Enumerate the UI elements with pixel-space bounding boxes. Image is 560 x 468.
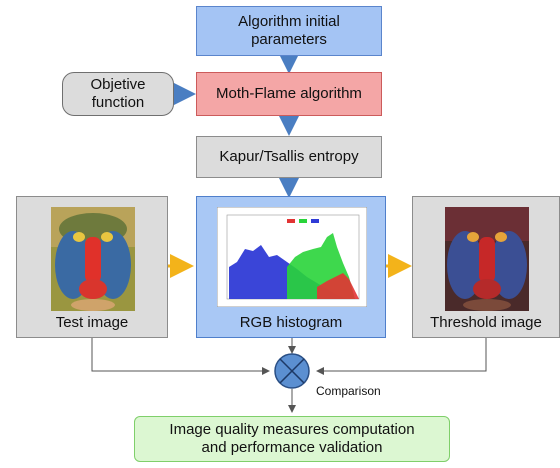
objective-box: Objetive function — [62, 72, 174, 116]
histogram-image — [217, 207, 367, 307]
histogram-panel: RGB histogram — [196, 196, 386, 338]
params-box: Algorithm initial parameters — [196, 6, 382, 56]
mfa-box: Moth-Flame algorithm — [196, 72, 382, 116]
mfa-label: Moth-Flame algorithm — [216, 85, 362, 102]
entropy-box: Kapur/Tsallis entropy — [196, 136, 382, 178]
line-threshold-to-comparator — [316, 338, 487, 375]
test-image-caption: Test image — [55, 314, 129, 331]
test-image — [51, 207, 135, 311]
histogram-caption: RGB histogram — [239, 314, 343, 331]
result-box: Image quality measures computation and p… — [134, 416, 450, 462]
entropy-label: Kapur/Tsallis entropy — [219, 148, 359, 165]
comparator-icon — [274, 353, 310, 389]
comparison-label: Comparison — [316, 384, 381, 398]
line-test-to-comparator — [91, 338, 270, 375]
result-label: Image quality measures computation and p… — [169, 421, 415, 456]
objective-label: Objetive function — [90, 76, 146, 111]
threshold-image-caption: Threshold image — [430, 314, 542, 331]
params-label: Algorithm initial parameters — [238, 13, 340, 48]
threshold-image-panel: Threshold image — [412, 196, 560, 338]
test-image-panel: Test image — [16, 196, 168, 338]
threshold-image — [445, 207, 529, 311]
